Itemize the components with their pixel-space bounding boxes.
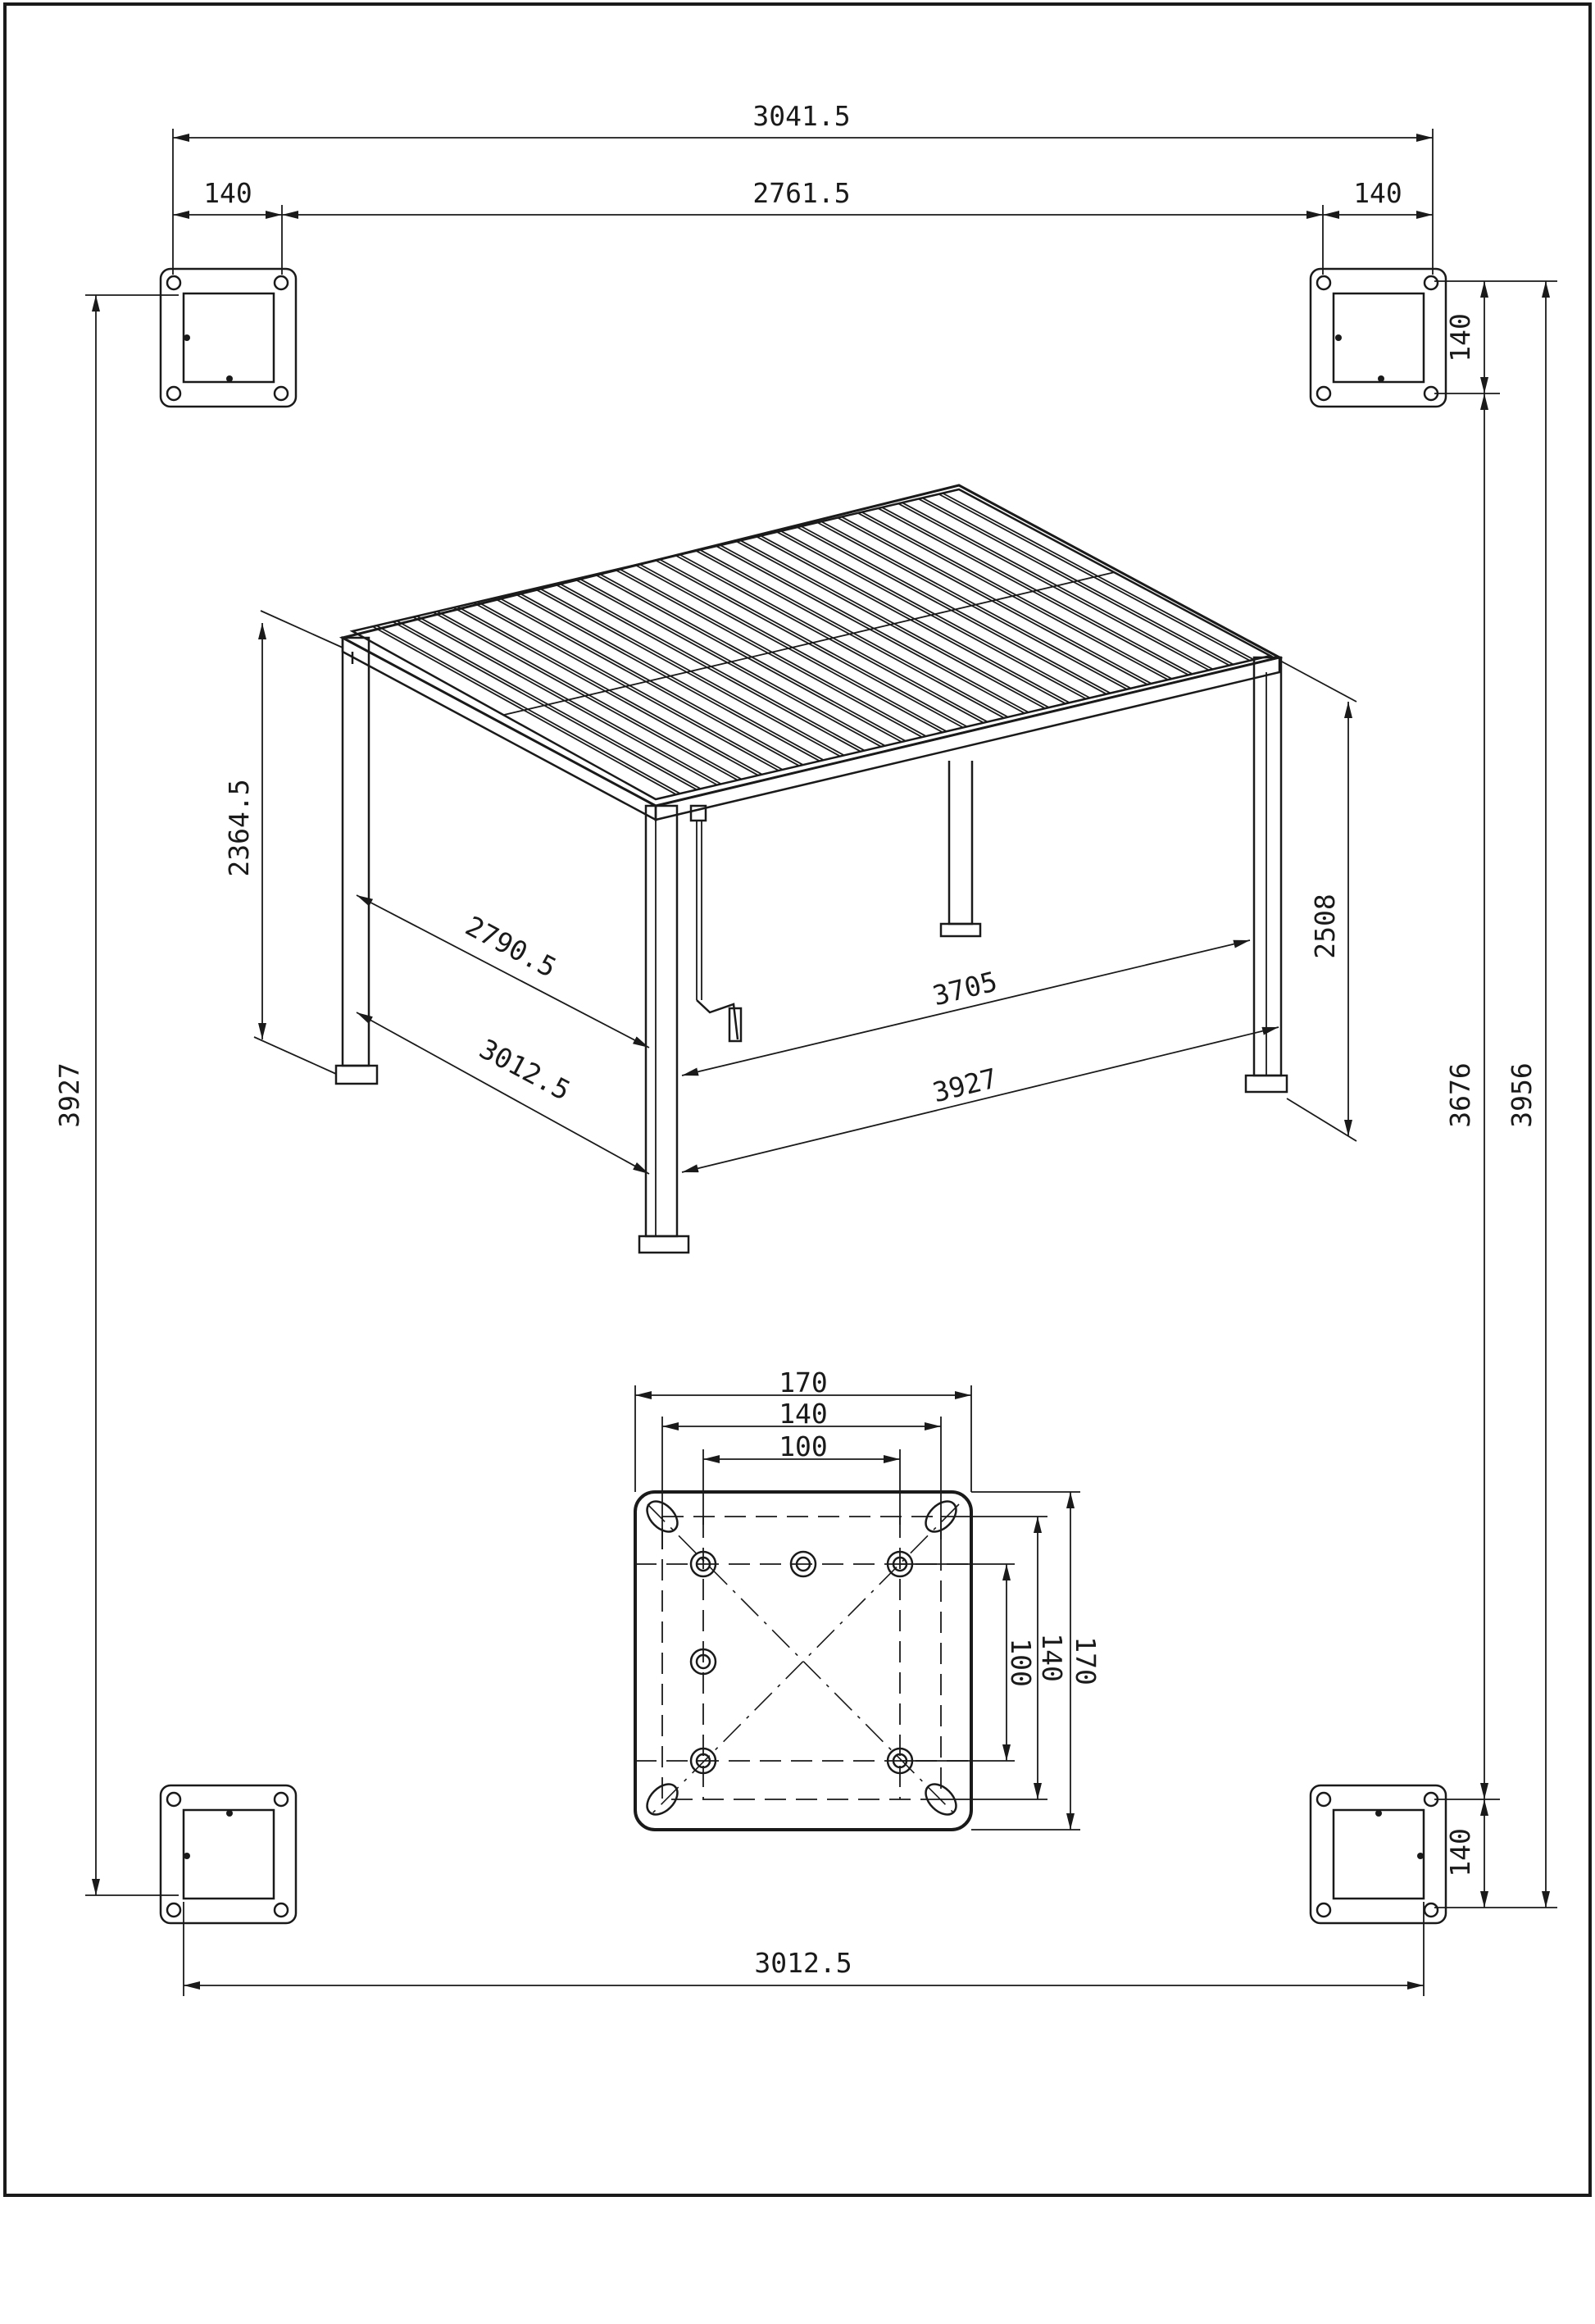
length-dimensions: 3705 3927	[681, 939, 1279, 1173]
dim-height-low: 2364.5	[223, 779, 255, 876]
dim-length-outer: 3927	[929, 1062, 1001, 1108]
left-dimensions: 3927	[53, 294, 179, 1896]
depth-dimensions: 2790.5 3012.5	[356, 894, 650, 1175]
dim-inner-depth-right: 3676	[1444, 1062, 1476, 1127]
dim-post-depth-top: 140	[1444, 313, 1476, 362]
dim-depth-inner: 2790.5	[461, 910, 562, 984]
dim-hole-span-v: 140	[1036, 1633, 1068, 1682]
pergola-isometric: 2364.5 2508 2790.5 3012.5 3705 3927	[223, 484, 1357, 1254]
roof-louvers	[339, 484, 1284, 822]
corner-slot-icon	[646, 1500, 957, 1816]
drawing-frame	[3, 2, 1592, 2197]
dim-bottom-width: 3012.5	[754, 1947, 852, 1979]
post-back-right	[939, 761, 982, 938]
post-front-right	[1244, 656, 1288, 1094]
dim-overall-width: 3041.5	[752, 100, 850, 132]
roof-center-beam	[503, 571, 1116, 716]
dim-post-depth-bottom: 140	[1444, 1828, 1476, 1877]
crank-handle-icon	[689, 804, 743, 1043]
post-plate-top-right	[1309, 267, 1447, 408]
dim-length-inner: 3705	[929, 965, 1001, 1012]
dim-hole-span: 140	[779, 1398, 828, 1430]
dim-outer-depth-left: 3927	[53, 1062, 85, 1127]
right-dimensions: 140 3676 3956 140	[1434, 280, 1557, 1908]
post-plate-top-left	[159, 267, 298, 408]
post-front-left	[638, 804, 690, 1254]
height-right-dimension: 2508	[1279, 660, 1357, 1142]
dim-inner-width: 2761.5	[752, 177, 850, 209]
bolt-hole-icon	[689, 1550, 914, 1775]
post-plate-bottom-left	[159, 1784, 298, 1925]
dim-plate-height: 170	[1070, 1636, 1102, 1685]
dim-post-left: 140	[203, 177, 252, 209]
dim-inner-span: 100	[779, 1430, 828, 1462]
post-plate-bottom-right	[1309, 1784, 1447, 1925]
dim-inner-span-v: 100	[1005, 1638, 1037, 1687]
dim-outer-depth-right: 3956	[1506, 1062, 1538, 1127]
post-left-back	[334, 636, 379, 1085]
dim-plate-width: 170	[779, 1367, 828, 1398]
height-left-dimension: 2364.5	[223, 610, 343, 1075]
dim-depth-outer: 3012.5	[475, 1033, 576, 1107]
bottom-dimension: 3012.5	[183, 1902, 1425, 1996]
dim-post-right: 140	[1353, 177, 1402, 209]
top-dimensions: 3041.5 140 2761.5 140	[172, 100, 1434, 275]
base-plate-detail: 170 140 100 170 140 100	[634, 1367, 1102, 1831]
dim-height-high: 2508	[1309, 894, 1341, 958]
